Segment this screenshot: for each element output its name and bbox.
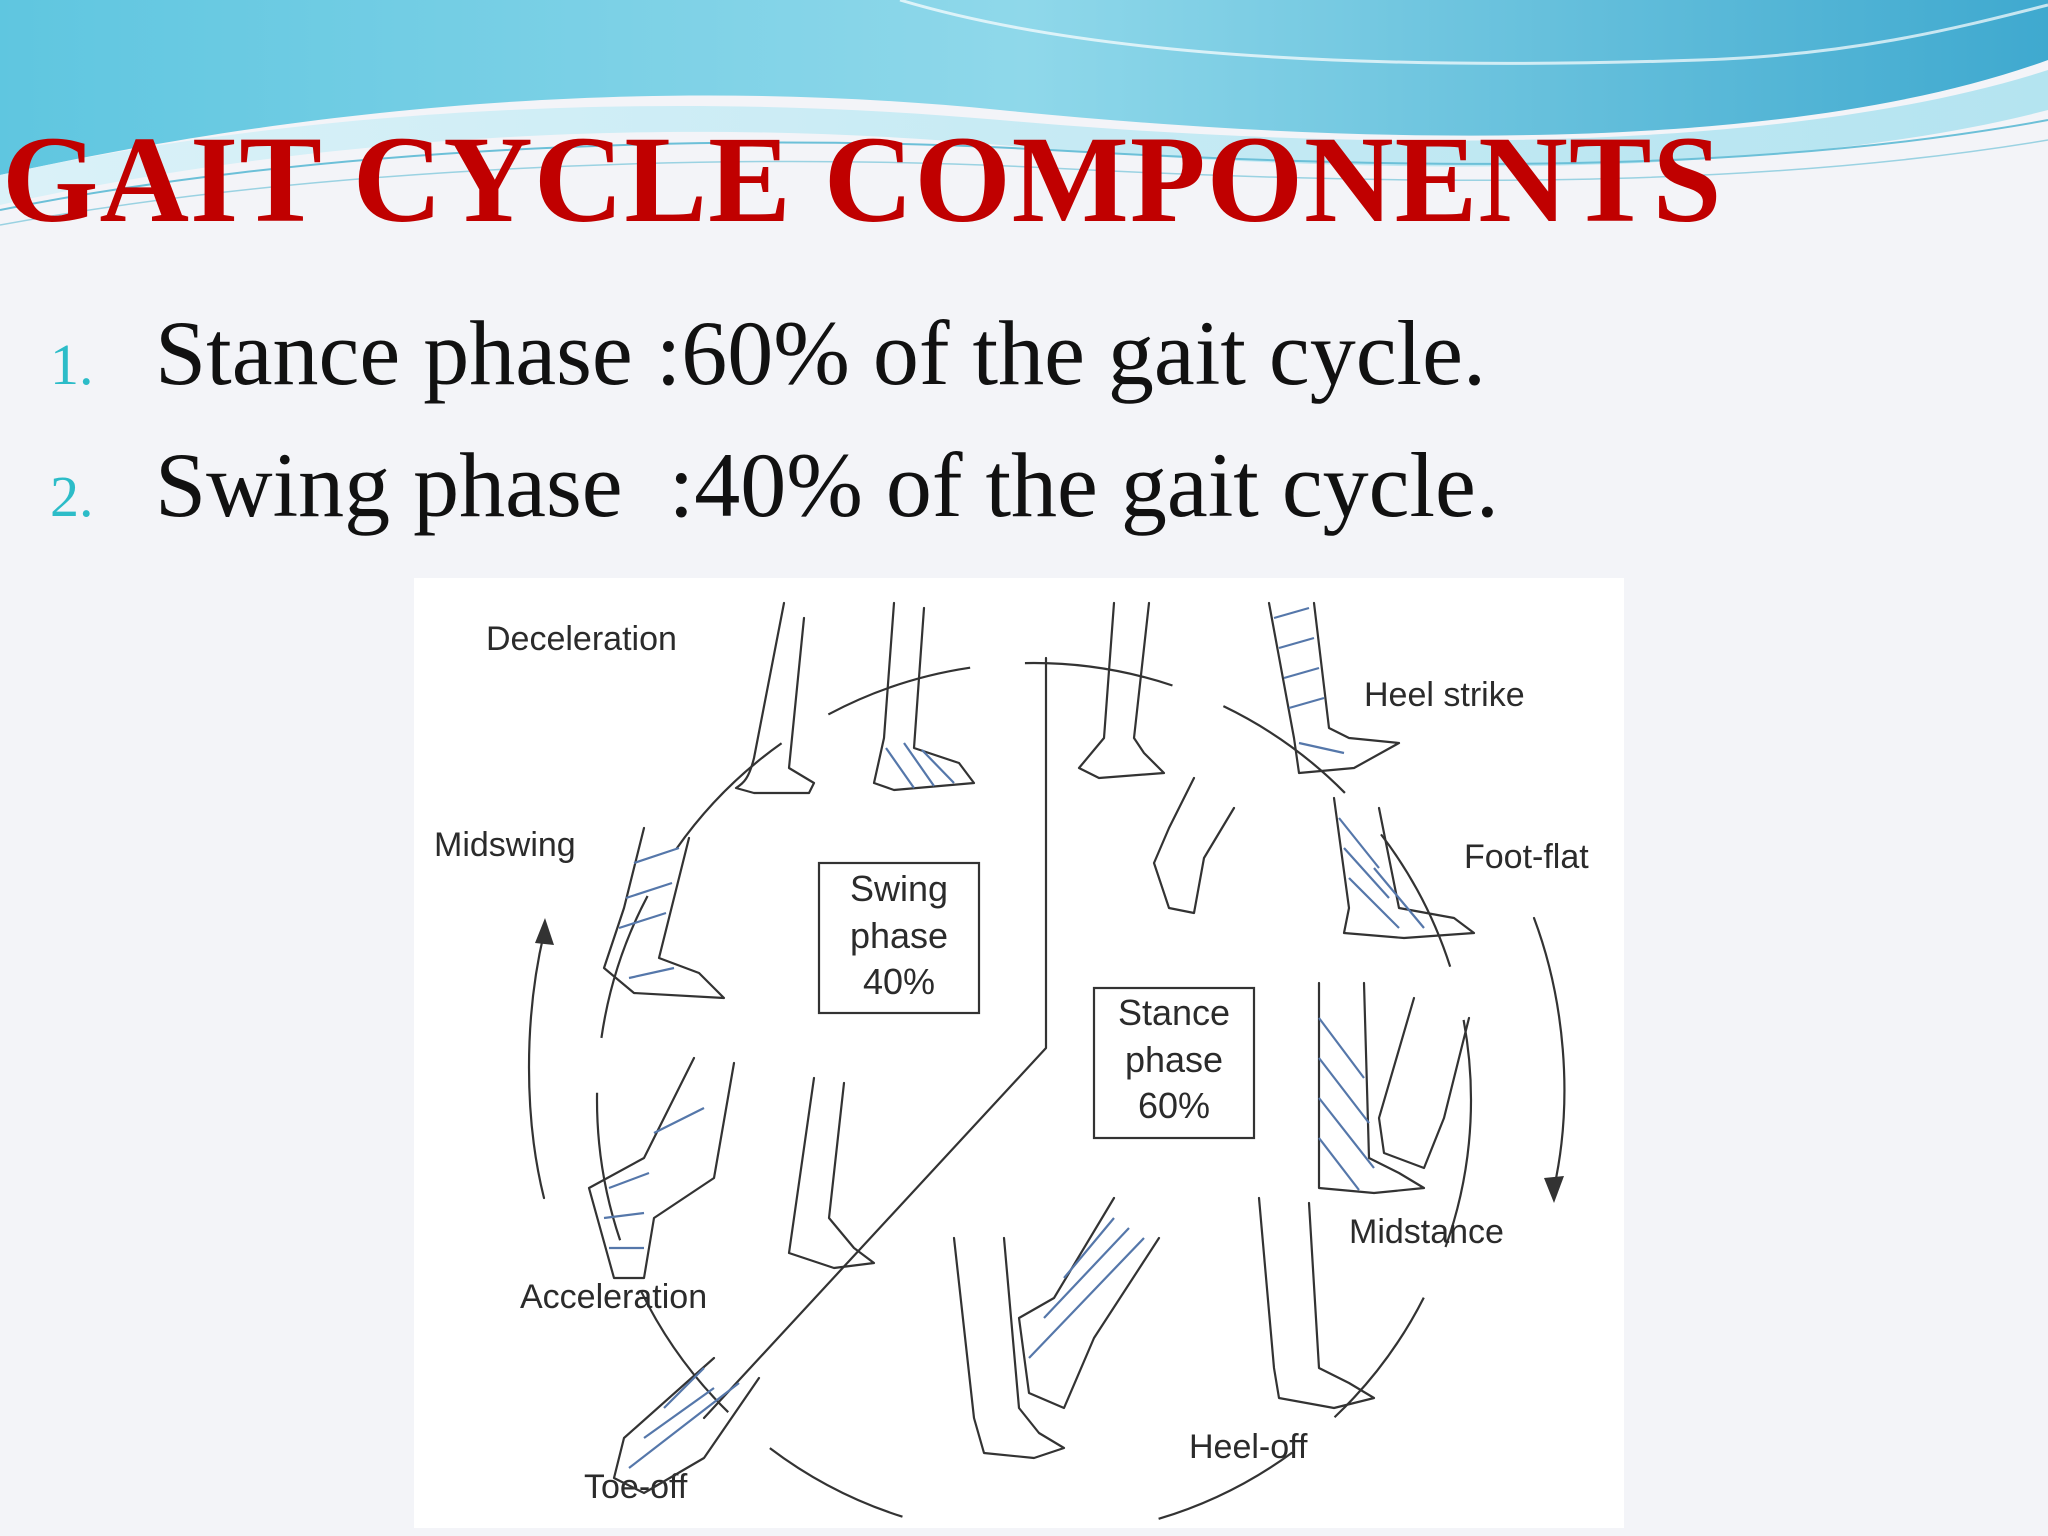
label-acceleration: Acceleration	[520, 1278, 707, 1316]
leg-illustration-toe-off	[612, 1236, 1066, 1495]
leg-illustration-midswing	[602, 826, 726, 1000]
leg-illustration-deceleration	[734, 601, 976, 795]
label-heel-strike: Heel strike	[1364, 676, 1525, 714]
slide-title: GAIT CYCLE COMPONENTS	[2, 111, 1723, 248]
cycle-arrow-right	[1532, 916, 1566, 1190]
swing-box-line2: phase	[850, 915, 948, 956]
bullet-item-stance: 1. Stance phase :60% of the gait cycle.	[50, 300, 1499, 432]
label-midstance: Midstance	[1349, 1213, 1504, 1251]
bullet-list: 1. Stance phase :60% of the gait cycle. …	[50, 300, 1499, 564]
swing-box-line1: Swing	[850, 868, 948, 909]
bullet-text: Swing phase :40% of the gait cycle.	[155, 434, 1499, 536]
phase-divider-line	[702, 656, 1048, 1420]
arrowhead-icon	[535, 918, 554, 945]
header-wave-decoration	[0, 0, 2048, 226]
label-toe-off: Toe-off	[584, 1468, 688, 1506]
bullet-number: 1.	[50, 332, 94, 397]
leg-illustration-foot-flat	[1152, 776, 1476, 940]
swing-box-line3: 40%	[863, 961, 935, 1002]
stance-box-line2: phase	[1125, 1039, 1223, 1080]
stance-box-line3: 60%	[1138, 1085, 1210, 1126]
leg-illustration-heel-off	[1017, 1196, 1376, 1410]
label-midswing: Midswing	[434, 826, 576, 864]
swing-phase-box	[817, 861, 981, 1015]
bullet-number: 2.	[50, 464, 94, 529]
leg-illustration-midstance	[1317, 981, 1471, 1195]
arrowhead-icon	[1544, 1176, 1564, 1203]
stance-box-line1: Stance	[1118, 992, 1230, 1033]
leg-illustration-heel-strike	[1077, 601, 1401, 780]
cycle-arrow-left	[527, 931, 546, 1200]
cycle-circle	[596, 662, 1472, 1528]
label-deceleration: Deceleration	[486, 620, 677, 658]
stance-phase-box	[1092, 986, 1256, 1140]
gait-cycle-diagram: Swing phase 40% Stance phase 60% Deceler…	[414, 578, 1624, 1528]
bullet-text: Stance phase :60% of the gait cycle.	[155, 302, 1486, 404]
bullet-item-swing: 2. Swing phase :40% of the gait cycle.	[50, 432, 1499, 564]
label-heel-off: Heel-off	[1189, 1428, 1308, 1466]
leg-illustration-acceleration	[587, 1056, 876, 1280]
label-foot-flat: Foot-flat	[1464, 838, 1589, 876]
